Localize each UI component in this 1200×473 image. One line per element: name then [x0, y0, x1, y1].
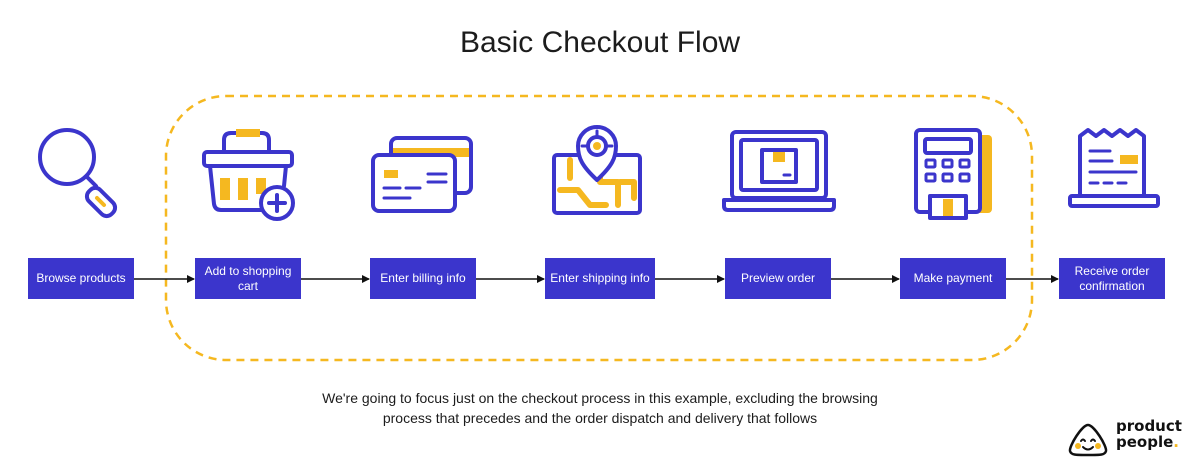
caption-line-1: We're going to focus just on the checkou… [322, 390, 878, 406]
caption-line-2: process that precedes and the order disp… [382, 410, 818, 426]
laptop-package-icon [722, 130, 836, 212]
step-add-to-shopping-cart: Add to shopping cart [195, 258, 301, 299]
step-enter-billing-info: Enter billing info [370, 258, 476, 299]
map-pin-icon [552, 125, 642, 215]
receipt-icon [1068, 128, 1160, 208]
step-label: Make payment [913, 271, 993, 285]
diagram-title: Basic Checkout Flow [459, 26, 741, 59]
product-people-logo: product people. [1066, 416, 1192, 464]
step-receive-order-confirmation: Receive order confirmation [1059, 258, 1165, 299]
onigiri-smile-icon [1068, 423, 1108, 457]
step-make-payment: Make payment [900, 258, 1006, 299]
step-label: Enter billing info [380, 271, 466, 285]
caption: We're going to focus just on the checkou… [0, 388, 1200, 428]
step-label: Browse products [36, 271, 126, 285]
step-label: Add to shopping cart [204, 263, 292, 293]
shopping-basket-add-icon [202, 129, 295, 221]
checkout-focus-region [164, 94, 1034, 362]
step-label: Receive order confirmation [1074, 263, 1150, 293]
step-enter-shipping-info: Enter shipping info [545, 258, 655, 299]
card-terminal-icon [914, 128, 992, 220]
step-label: Enter shipping info [550, 271, 650, 285]
magnifying-glass-icon [38, 128, 118, 219]
logo-wordmark: product people. [1116, 418, 1182, 450]
logo-line-2: people [1116, 433, 1174, 451]
step-browse-products: Browse products [28, 258, 134, 299]
logo-line-1: product [1116, 417, 1182, 435]
step-preview-order: Preview order [725, 258, 831, 299]
credit-cards-icon [371, 136, 473, 213]
step-label: Preview order [740, 271, 816, 285]
logo-dot: . [1173, 433, 1179, 451]
